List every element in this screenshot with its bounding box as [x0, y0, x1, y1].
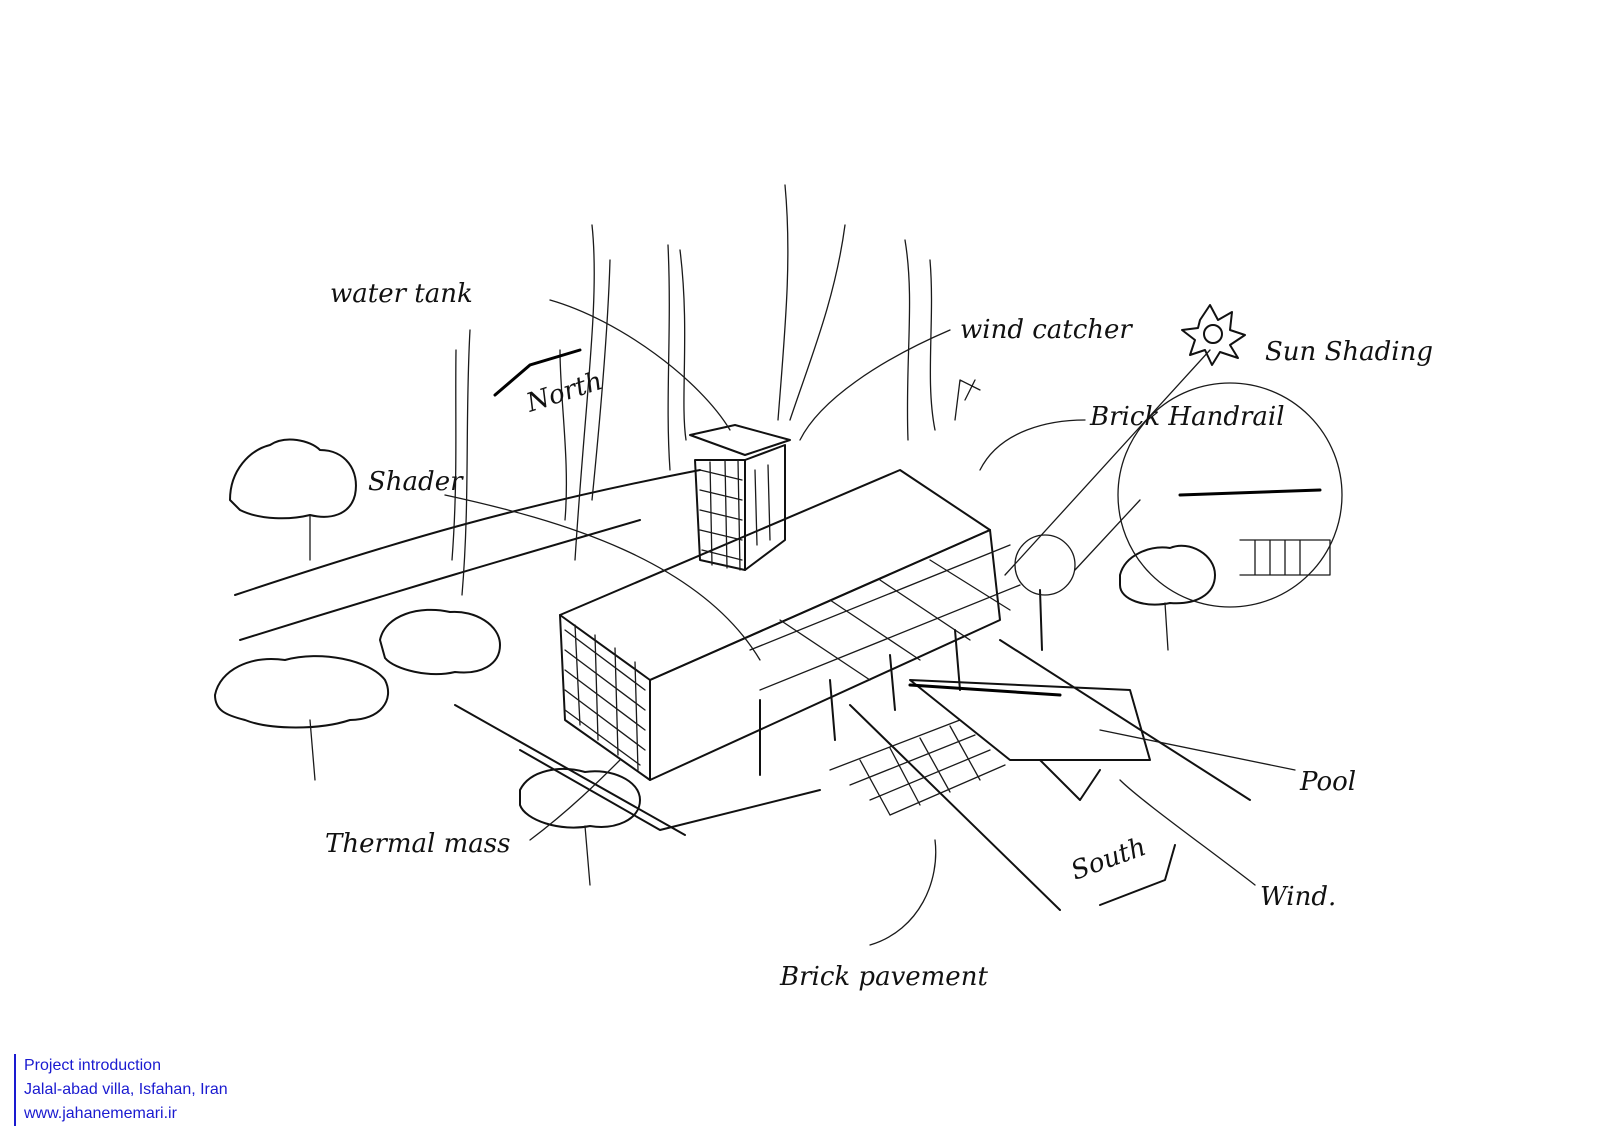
label-shader: Shader: [368, 467, 464, 497]
wind-catcher-tower: [689, 424, 791, 571]
brick-pavement-grid: [829, 719, 1006, 816]
label-brick-handrail: Brick Handrail: [1089, 402, 1285, 432]
label-sun-shading: Sun Shading: [1265, 337, 1433, 367]
leader-lines: [444, 299, 1296, 946]
label-wind-catcher: wind catcher: [960, 315, 1133, 345]
label-south: South: [1067, 832, 1150, 887]
villa-building: [559, 469, 1001, 781]
label-pool: Pool: [1299, 767, 1356, 797]
detail-callout: [1014, 382, 1343, 608]
pool: [908, 679, 1151, 801]
sun-symbol: [1181, 304, 1246, 366]
label-thermal-mass: Thermal mass: [325, 829, 510, 859]
label-water-tank: water tank: [330, 279, 473, 309]
north-arrow: [493, 348, 582, 397]
pergola: [749, 544, 1043, 776]
label-wind: Wind.: [1260, 882, 1336, 912]
bushy-trees: [214, 438, 1216, 886]
poplar-trees: [451, 184, 936, 596]
label-north: North: [522, 366, 606, 419]
project-caption: Project introduction Jalal-abad villa, I…: [14, 1054, 228, 1126]
label-brick-pavement: Brick pavement: [779, 962, 988, 992]
caption-title: Project introduction: [24, 1057, 161, 1074]
caption-website-link[interactable]: www.jahanememari.ir: [24, 1105, 177, 1122]
caption-location: Jalal-abad villa, Isfahan, Iran: [24, 1081, 228, 1098]
